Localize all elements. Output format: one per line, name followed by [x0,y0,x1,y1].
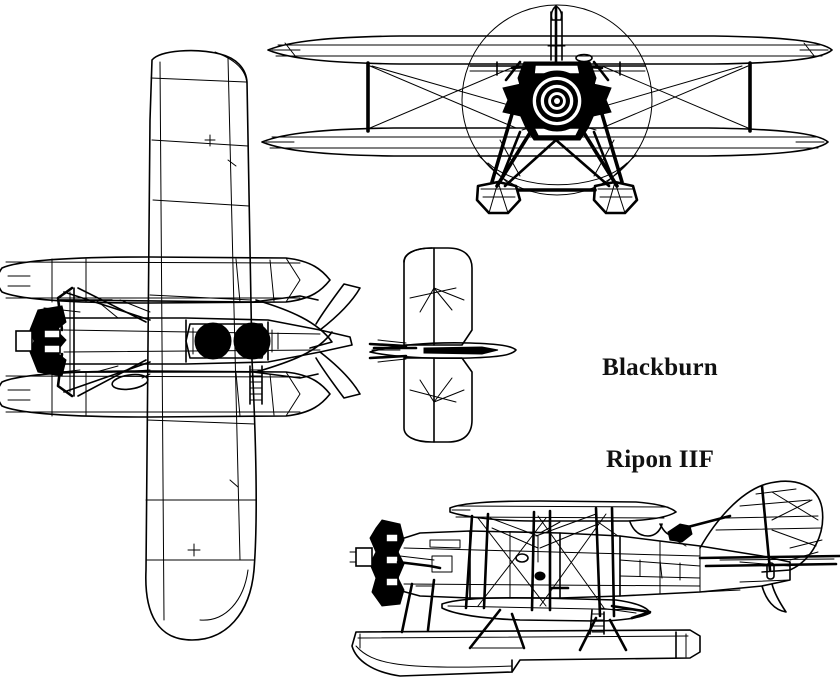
plan-view [0,49,361,641]
propeller-disc-circle [461,4,653,196]
side-fin-rudder [698,480,840,613]
rear-view [368,247,517,443]
side-lower-wing [441,596,652,622]
side-engine [349,519,442,607]
plan-fuselage [15,305,353,391]
plan-rear-strut [249,365,263,405]
front-upper-wing [267,35,833,65]
side-main-float [351,629,701,677]
plan-upper-wing [145,49,257,641]
title-line-1: Blackburn [602,354,718,381]
front-float-struts [477,68,637,188]
plan-struts [56,286,151,398]
side-view [349,480,840,677]
front-view [261,4,833,215]
plan-front-cockpit [194,322,232,360]
side-rear-gun [667,514,732,547]
front-floats [475,180,639,215]
plan-floats [0,256,331,418]
title-block: Blackburn Ripon IIF [560,292,760,536]
title-line-2: Ripon IIF [605,445,715,473]
plan-engine [15,305,81,377]
plan-rear-cockpit [233,322,271,360]
front-radial-cylinders [526,70,588,132]
rear-tailplane [369,342,517,360]
plan-tailplane [315,283,361,399]
front-fuselage-and-cabane [469,5,646,141]
